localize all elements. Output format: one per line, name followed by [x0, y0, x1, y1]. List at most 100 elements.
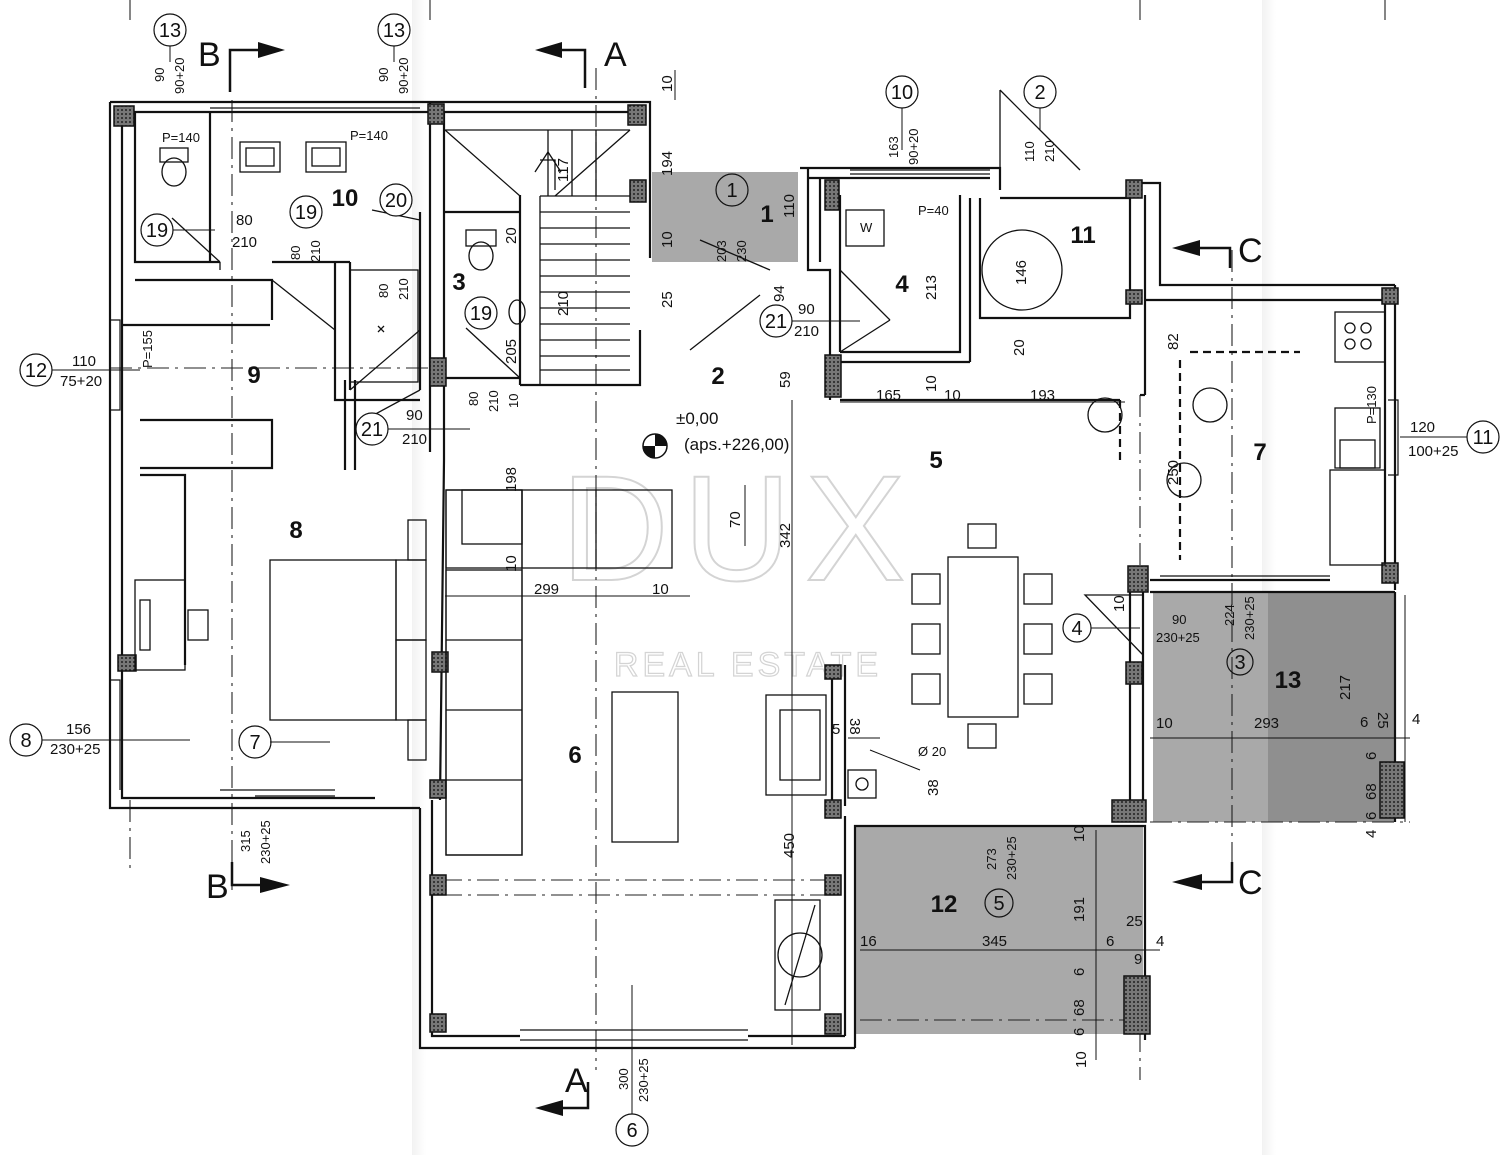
dim-450: 450: [781, 833, 798, 858]
elevation-level: ±0,00: [676, 409, 718, 428]
tag-19-room10: 19: [295, 202, 317, 224]
dim-90-20-left: 90+20: [172, 57, 187, 94]
dim-p40: P=40: [918, 203, 949, 218]
room-2: 2: [711, 363, 724, 390]
dim-p130: P=130: [1364, 386, 1379, 424]
dim-75-20: 75+20: [60, 373, 102, 390]
dim-6-room13-b: 6: [1363, 752, 1380, 760]
tag-10: 10: [891, 82, 913, 104]
dim-5-fireplace: 5: [832, 721, 840, 738]
dim-90-room4-door: 90: [798, 301, 815, 318]
dim-90-right: 90: [376, 68, 391, 82]
dim-4-room13: 4: [1412, 711, 1420, 728]
dim-10-room13: 10: [1156, 715, 1173, 732]
dim-10-room12-bottom: 10: [1073, 1051, 1090, 1068]
dim-90-20-room4: 90+20: [906, 128, 921, 165]
tag-19-left: 19: [146, 220, 168, 242]
section-a-bottom-label: A: [565, 1062, 588, 1100]
room-10: 10: [332, 185, 359, 212]
tag-2: 2: [1034, 82, 1045, 104]
section-a-bottom: A: [535, 1062, 590, 1116]
dim-230-25-room12: 230+25: [1004, 836, 1019, 880]
dim-10-living-right: 10: [652, 581, 669, 598]
section-c-bottom: C: [1172, 862, 1263, 902]
dim-80-shower: 80: [376, 284, 391, 298]
dim-16: 16: [860, 933, 877, 950]
dim-100-25: 100+25: [1408, 443, 1458, 460]
dim-194: 194: [659, 151, 676, 176]
dim-p140-left: P=140: [162, 130, 200, 145]
dim-9-room12: 9: [1134, 951, 1142, 968]
dim-6-room12-b: 6: [1071, 968, 1088, 976]
room-numbers: 1 2 3 4 5 6 7 8 9 10 11 12 13: [247, 185, 1301, 918]
dim-193: 193: [1030, 387, 1055, 404]
dim-210-stair: 210: [555, 291, 572, 316]
tag-11: 11: [1473, 427, 1494, 449]
dim-110-window-room9: 110: [72, 353, 96, 370]
terrace-room-12: [855, 826, 1143, 1034]
dim-213: 213: [923, 275, 940, 300]
dim-210-room4-door: 210: [794, 323, 819, 340]
room-6: 6: [568, 742, 581, 769]
section-a-top-label: A: [604, 36, 627, 74]
walls: [108, 100, 1397, 1050]
dim-230-25-room13-door: 230+25: [1156, 630, 1200, 645]
axis-lines: [110, 0, 1410, 1080]
dim-10-room3: 10: [506, 394, 521, 408]
watermark-brand: DUX: [561, 444, 920, 612]
dim-230: 230: [734, 240, 749, 262]
dim-203: 203: [714, 240, 729, 262]
dim-300: 300: [616, 1068, 631, 1090]
dim-20-room3: 20: [503, 227, 520, 244]
dim-230-25-room13: 230+25: [1242, 596, 1257, 640]
watermark: DUX REAL ESTATE: [560, 443, 920, 685]
dim-117: 117: [555, 158, 572, 182]
dim-224: 224: [1222, 604, 1237, 626]
dim-80-room3: 80: [466, 392, 481, 406]
dim-p140-right: P=140: [350, 128, 388, 143]
room-4: 4: [895, 271, 909, 298]
dimension-labels: 90 90+20 90 90+20 P=140 P=140 163 90+20 …: [50, 57, 1458, 1102]
section-c-bottom-label: C: [1238, 864, 1263, 902]
room-8: 8: [289, 517, 302, 544]
dim-299: 299: [534, 581, 559, 598]
section-b-top: B: [198, 36, 285, 92]
dim-250: 250: [1165, 460, 1182, 485]
dim-90-20-right: 90+20: [396, 57, 411, 94]
dim-90-left: 90: [152, 68, 167, 82]
dim-80-room10: 80: [236, 212, 253, 229]
section-c-top: C: [1172, 232, 1263, 270]
tag-12: 12: [25, 360, 47, 382]
columns: [113, 103, 1405, 1035]
tag-19-room3: 19: [470, 303, 492, 325]
dim-94: 94: [771, 285, 788, 302]
terrace-room-1: [652, 172, 798, 262]
section-b-top-label: B: [198, 36, 221, 74]
section-b-bottom: B: [206, 862, 290, 906]
dim-230-25-room6-door: 230+25: [636, 1058, 651, 1102]
fixtures: [134, 141, 1386, 1011]
dim-165: 165: [876, 387, 901, 404]
dim-4-room13-b: 4: [1363, 830, 1380, 838]
tag-7: 7: [249, 732, 260, 754]
dim-82: 82: [1165, 333, 1182, 350]
dim-210-room10: 210: [232, 234, 257, 251]
tag-21-room4: 21: [765, 311, 787, 333]
dim-10-stair: 10: [659, 231, 676, 248]
dim-6-room12-c: 6: [1071, 1028, 1088, 1036]
windows: [110, 101, 1399, 1041]
dim-6-room13-a: 6: [1360, 714, 1368, 731]
dim-198: 198: [503, 467, 520, 492]
dim-146: 146: [1013, 260, 1030, 285]
dim-205: 205: [503, 339, 520, 364]
dim-342: 342: [777, 523, 794, 548]
tag-labels: 13 13 10 2 20 19 19 1 21 19 21 12 11 4 3…: [20, 20, 1493, 1142]
staircase: [444, 129, 631, 385]
tag-circles: [9, 13, 1500, 1147]
dim-10-room13-top: 10: [1111, 595, 1128, 612]
dim-59: 59: [777, 371, 794, 388]
room-7: 7: [1253, 439, 1266, 466]
dim-4-room12: 4: [1156, 933, 1164, 950]
dim-80-door9: 80: [288, 246, 303, 260]
